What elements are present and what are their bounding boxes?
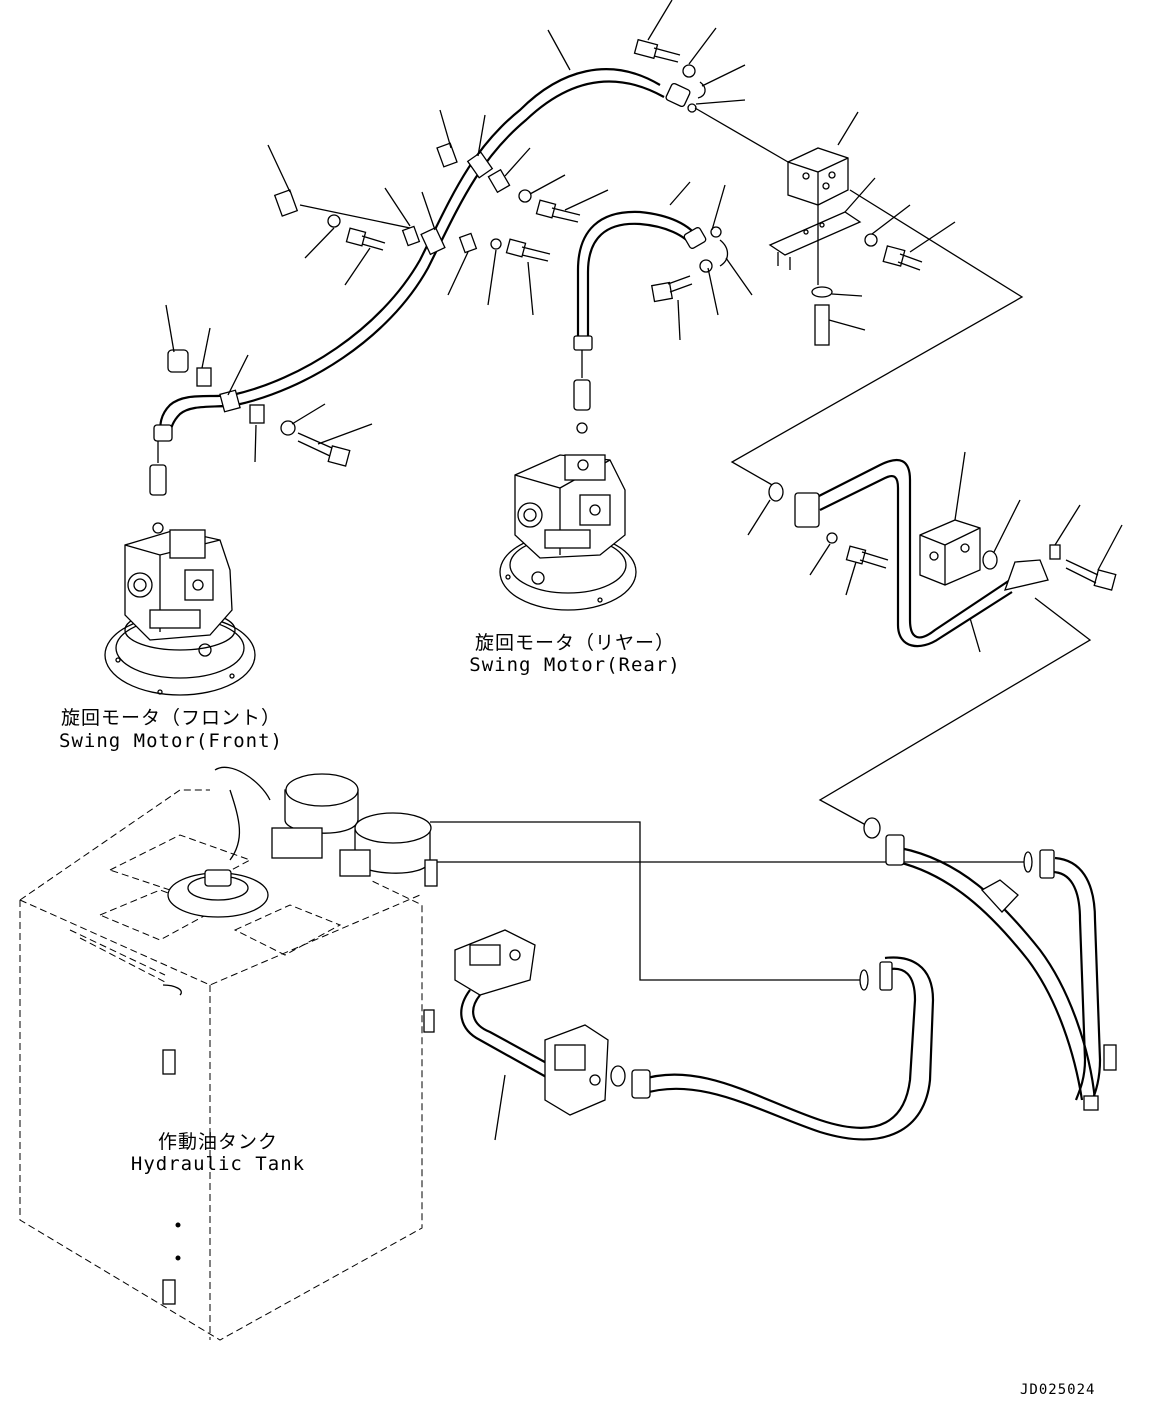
front-motor-label-jp: 旋回モータ（フロント） <box>60 707 282 729</box>
manifold-block-upper <box>694 107 1024 487</box>
rear-motor-label-en: Swing Motor(Rear) <box>469 654 681 676</box>
hydraulic-tank <box>19 766 1028 1341</box>
drawing-code: JD025024 <box>1020 1382 1096 1398</box>
manifold-assembly-mid <box>747 451 1123 831</box>
bolt-set-top <box>167 38 706 467</box>
tank-label-en: Hydraulic Tank <box>130 1153 306 1175</box>
swing-motor-front <box>104 441 256 696</box>
front-hose-assembly <box>153 68 691 442</box>
swing-motor-rear <box>499 454 637 611</box>
lower-hose-assembly <box>454 817 1117 1141</box>
front-motor-label-en: Swing Motor(Front) <box>59 730 283 752</box>
leader-lines-top <box>165 0 746 463</box>
rear-hose-assembly <box>573 181 753 434</box>
rear-motor-label-jp: 旋回モータ（リヤー） <box>474 632 676 654</box>
tank-label-jp: 作動油タンク <box>157 1131 279 1153</box>
